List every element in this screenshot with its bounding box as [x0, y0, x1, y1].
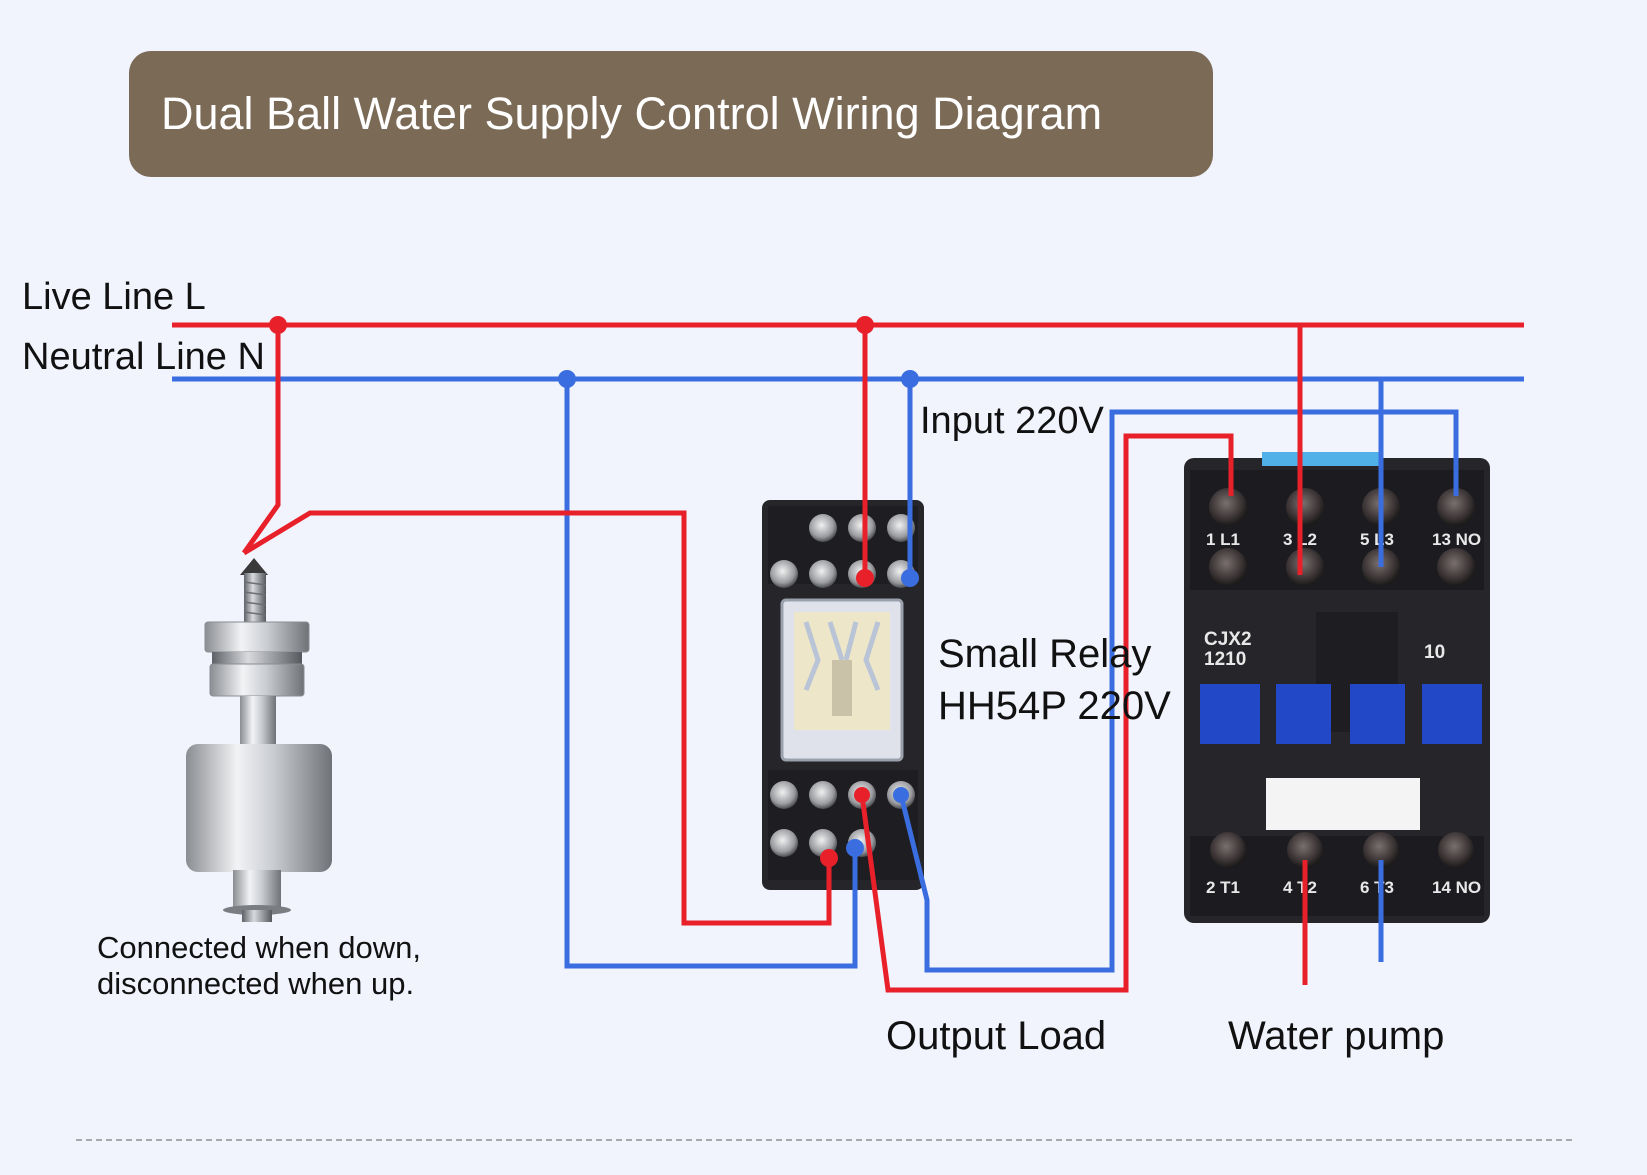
contactor-terminal-top-3: 5 L3: [1360, 530, 1394, 549]
float-switch-icon: [186, 558, 332, 922]
contactor-aux-label: 10: [1424, 642, 1445, 663]
neutral-to-relay-bottom: [564, 379, 858, 969]
input-voltage-label: Input 220V: [920, 400, 1104, 442]
junction-dots: [269, 316, 919, 867]
contactor-model-line2: 1210: [1204, 649, 1246, 670]
contactor-terminal-bottom-1: 2 T1: [1206, 878, 1240, 897]
float-note-line1: Connected when down,: [97, 930, 422, 965]
contactor-terminal-top-1: 1 L1: [1206, 530, 1240, 549]
contactor-icon: 1 L1 3 L2 5 L3 13 NO CJX2 1210 10 2 T1 4…: [1184, 452, 1490, 923]
diagram-title: Dual Ball Water Supply Control Wiring Di…: [161, 88, 1103, 139]
title-banner: Dual Ball Water Supply Control Wiring Di…: [129, 51, 1213, 177]
relay-label-line2: HH54P 220V: [938, 684, 1171, 728]
dashed-divider: [76, 1139, 1572, 1141]
contactor-model-line1: CJX2: [1204, 629, 1252, 650]
contactor-terminal-bottom-3: 6 T3: [1360, 878, 1394, 897]
relay-to-contactor-neutral: [898, 409, 1459, 973]
contactor-terminal-top-4: 13 NO: [1432, 530, 1481, 549]
relay-output-load: [859, 433, 1234, 993]
live-line-label: Live Line L: [22, 276, 206, 318]
live-wires: [172, 322, 1524, 993]
water-pump-label: Water pump: [1228, 1014, 1445, 1058]
relay-icon: [762, 500, 924, 890]
output-load-label: Output Load: [886, 1014, 1107, 1058]
live-to-float: [241, 325, 281, 555]
float-to-relay: [242, 510, 832, 926]
float-note-line2: disconnected when up.: [97, 966, 415, 1001]
contactor-terminal-bottom-2: 4 T2: [1283, 878, 1317, 897]
contactor-terminal-bottom-4: 14 NO: [1432, 878, 1481, 897]
relay-label-line1: Small Relay: [938, 632, 1152, 676]
neutral-line-label: Neutral Line N: [22, 336, 265, 378]
